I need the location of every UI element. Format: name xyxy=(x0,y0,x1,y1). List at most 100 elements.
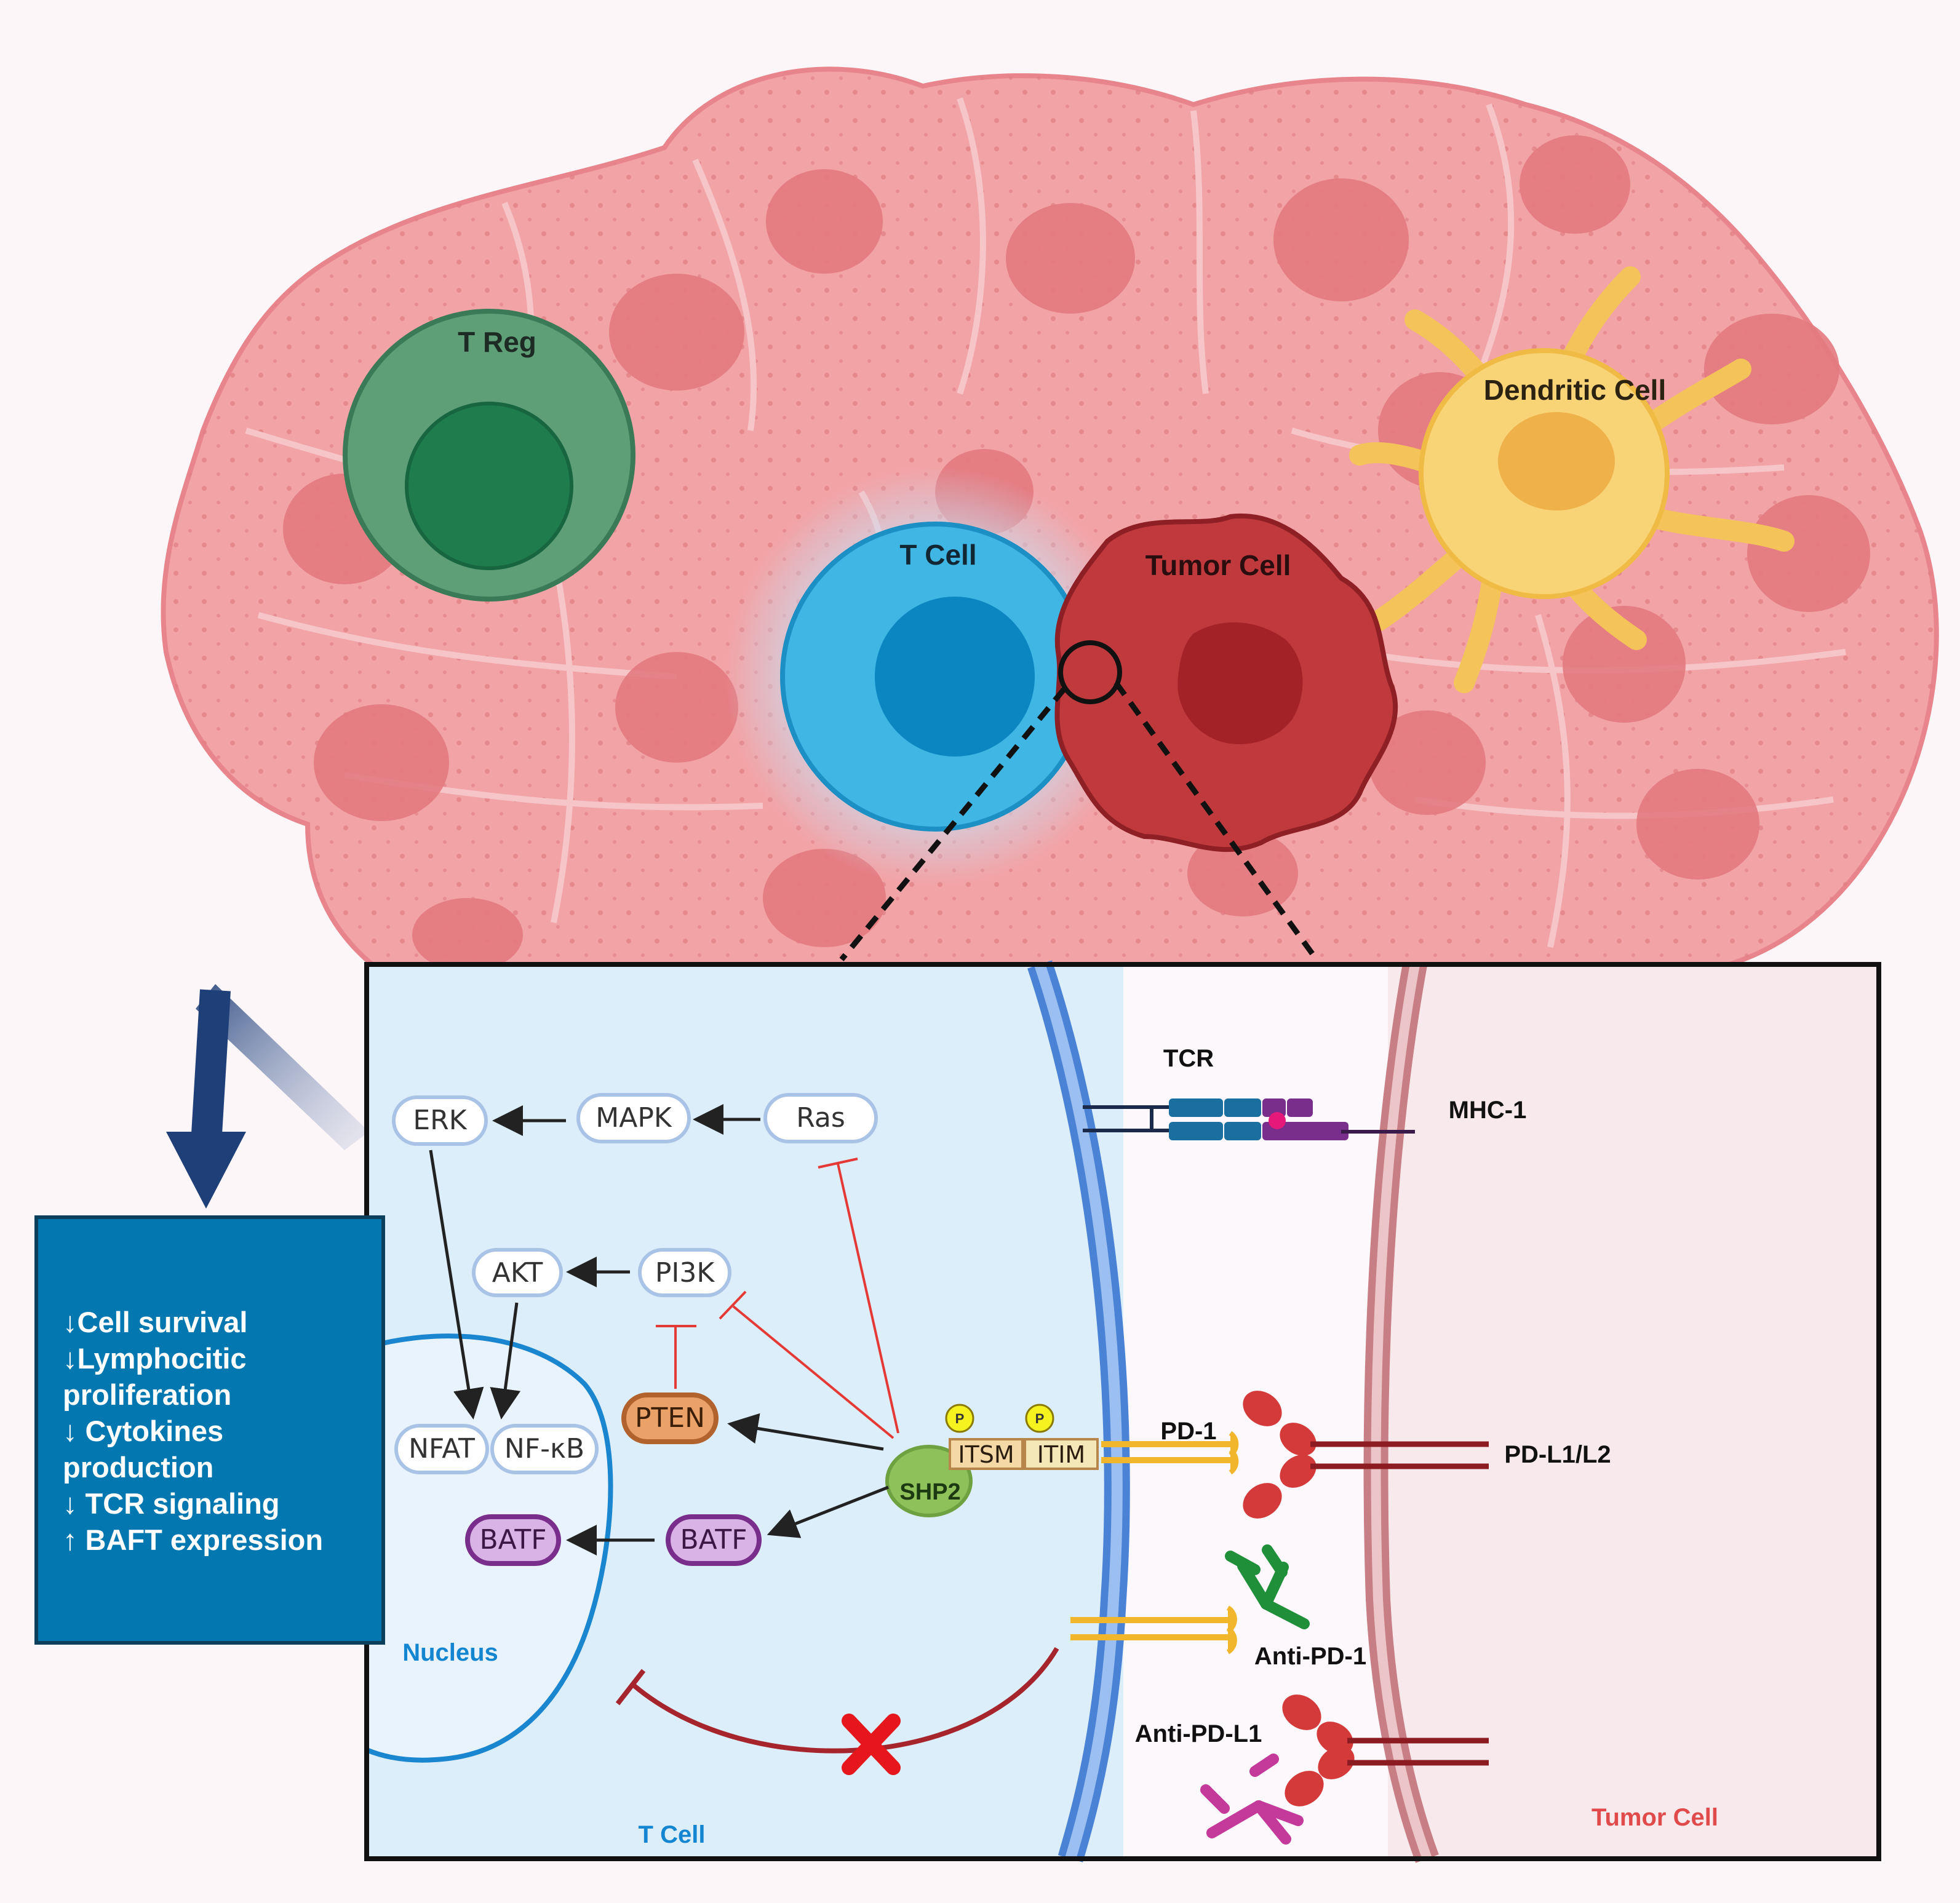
node-batf-cytoplasm-label: BATF xyxy=(680,1524,747,1555)
effect-item: ↑ BAFT expression xyxy=(63,1524,324,1556)
effect-item: ↓ Cytokines xyxy=(63,1415,224,1447)
inhibit-shp2-pi3k xyxy=(732,1305,894,1439)
itim-box xyxy=(1024,1438,1099,1470)
effects-list: ↓Cell survival ↓Lymphocitic proliferatio… xyxy=(38,1219,381,1558)
tcr-chain-a2 xyxy=(1224,1098,1261,1117)
anti-pdl1-label: Anti-PD-L1 xyxy=(1135,1720,1262,1747)
node-nfat xyxy=(394,1424,489,1474)
phospho-itim xyxy=(1025,1404,1054,1433)
node-nfkb xyxy=(490,1424,599,1474)
node-batf-nucleus xyxy=(465,1514,561,1566)
activation-arrows xyxy=(429,1104,889,1555)
tcr-chain-b2 xyxy=(1224,1122,1261,1140)
arrow-erk-nfat xyxy=(429,1150,484,1420)
itsm-box xyxy=(949,1438,1024,1470)
node-ras xyxy=(763,1093,878,1143)
pdl1b-lobe-3 xyxy=(1285,1771,1324,1806)
node-mapk xyxy=(576,1093,691,1143)
tumor-cell-nucleus xyxy=(1177,622,1303,744)
phospho-itim-label: P xyxy=(1035,1411,1045,1426)
inhibit-shp2-ras-bar xyxy=(818,1158,858,1169)
pdl1b-lobe-1 xyxy=(1282,1694,1321,1730)
dendritic-cell: Dendritic Cell xyxy=(1349,266,1795,693)
node-pten-label: PTEN xyxy=(635,1402,705,1434)
pdl1b-lobe-2 xyxy=(1317,1722,1353,1755)
pdl1-lobe-1 xyxy=(1243,1391,1282,1426)
tcr-label: TCR xyxy=(1163,1045,1214,1072)
t-reg-cell: T Reg xyxy=(343,309,635,602)
feedback-arrow xyxy=(191,989,231,1145)
detail-panel: Nucleus T Cell Tumor Cell TCR MHC-1 xyxy=(364,960,1881,1863)
blockade-arc-bar xyxy=(615,1669,646,1706)
node-pi3k-label: PI3K xyxy=(655,1257,715,1289)
anti-pd1-antibody-icon xyxy=(1225,1544,1310,1629)
phospho-itsm-label: P xyxy=(955,1411,965,1426)
pd1-head-bottom xyxy=(1229,1448,1239,1475)
pd1-label: PD-1 xyxy=(1160,1418,1216,1445)
zoom-line-right xyxy=(1113,681,1319,961)
inhibit-shp2-ras xyxy=(837,1163,899,1434)
node-mapk-label: MAPK xyxy=(596,1102,672,1134)
node-erk xyxy=(392,1095,488,1146)
tumor-tissue xyxy=(161,66,1939,974)
node-akt xyxy=(472,1248,563,1297)
dendritic-nucleus xyxy=(1498,412,1615,511)
arrow-shp2-batf xyxy=(767,1485,889,1538)
tumor-cell: Tumor Cell xyxy=(1054,513,1398,852)
nucleus-label: Nucleus xyxy=(402,1639,498,1666)
t-cell-nucleus xyxy=(875,597,1035,757)
t-reg-nucleus xyxy=(405,402,573,570)
arrow-akt-nfkb xyxy=(490,1302,521,1420)
anti-pd1-binding: Anti-PD-1 xyxy=(1070,1544,1366,1670)
mhc-domain-2 xyxy=(1287,1098,1313,1117)
effects-connector-strip xyxy=(196,984,369,1150)
tcr-mhc-complex: TCR MHC-1 xyxy=(1083,1045,1526,1140)
tcr-chain-b1 xyxy=(1169,1122,1223,1140)
mhc-domain-3 xyxy=(1262,1122,1348,1140)
node-nfkb-label: NF-κB xyxy=(504,1433,584,1464)
anti-pd1-pd1-head-bottom xyxy=(1226,1626,1237,1655)
t-reg-label: T Reg xyxy=(458,326,536,358)
node-pten xyxy=(621,1392,719,1444)
itsm-label: ITSM xyxy=(958,1441,1014,1468)
pdl1-lobe-3 xyxy=(1243,1483,1282,1519)
node-batf-cytoplasm xyxy=(666,1514,762,1566)
arrow-shp2-pten xyxy=(727,1413,884,1451)
peptide xyxy=(1269,1112,1286,1129)
node-batf-nucleus-label: BATF xyxy=(479,1524,546,1555)
node-ras-label: Ras xyxy=(796,1102,845,1134)
t-cell-label: T Cell xyxy=(899,539,976,571)
t-cell-region-label: T Cell xyxy=(639,1821,706,1848)
effect-item: ↓Cell survival xyxy=(63,1306,248,1338)
phospho-itsm xyxy=(945,1404,974,1433)
pdl-label: PD-L1/L2 xyxy=(1504,1441,1611,1468)
shp2-label: SHP2 xyxy=(899,1479,960,1505)
tumor-cytoplasm xyxy=(1388,964,1879,1859)
anti-pdl1-antibody-icon xyxy=(1200,1754,1304,1845)
tcr-chain-a1 xyxy=(1169,1098,1223,1117)
node-pi3k xyxy=(638,1248,731,1297)
pathway-nodes: ERK MAPK Ras AKT PI3K PTEN NFAT NF-κB BA… xyxy=(392,1093,878,1566)
node-erk-label: ERK xyxy=(413,1105,467,1136)
zoom-circle xyxy=(1058,640,1122,704)
mhc-label: MHC-1 xyxy=(1449,1097,1527,1124)
pdl1-lobe-2 xyxy=(1280,1423,1317,1456)
dendritic-label: Dendritic Cell xyxy=(1484,374,1667,406)
tumor-region-label: Tumor Cell xyxy=(1592,1804,1718,1831)
effect-item: proliferation xyxy=(63,1378,232,1411)
feedback-arrow-head xyxy=(166,1132,246,1209)
inhibition-lines xyxy=(656,1158,899,1439)
zoom-line-left xyxy=(839,687,1067,961)
effect-item: ↓ TCR signaling xyxy=(63,1487,280,1520)
pd1-pdl1-complex: PD-1 PD-L1/L2 xyxy=(1101,1391,1611,1519)
node-akt-label: AKT xyxy=(492,1257,543,1289)
blocked-x-icon xyxy=(842,1714,901,1775)
tumor-cell-label: Tumor Cell xyxy=(1145,549,1291,581)
inhibit-shp2-pi3k-bar xyxy=(719,1290,747,1320)
effects-summary-box: ↓Cell survival ↓Lymphocitic proliferatio… xyxy=(34,1215,385,1645)
itim-label: ITIM xyxy=(1037,1441,1085,1468)
node-nfat-label: NFAT xyxy=(408,1433,475,1464)
pdl1-lobe-4 xyxy=(1280,1455,1317,1488)
anti-pd1-label: Anti-PD-1 xyxy=(1254,1643,1366,1670)
t-cell: T Cell xyxy=(780,522,1090,832)
